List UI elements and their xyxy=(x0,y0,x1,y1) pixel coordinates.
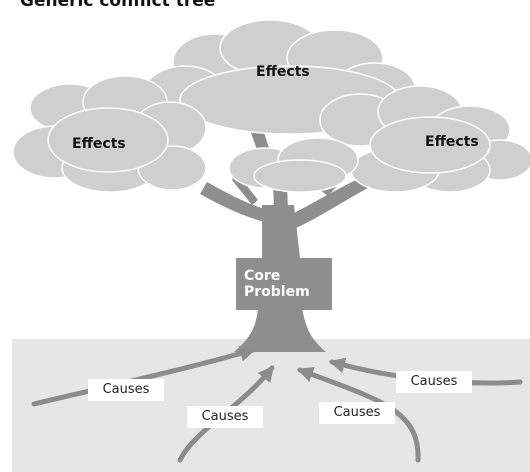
core-problem-box: Core Problem xyxy=(236,258,332,310)
ground-band xyxy=(12,339,530,472)
tree-canopy xyxy=(12,19,530,193)
causes-label-center-left: Causes xyxy=(187,406,263,428)
effects-label-left: Effects xyxy=(72,136,126,152)
causes-label-left: Causes xyxy=(88,379,164,401)
effects-label-top: Effects xyxy=(256,64,310,80)
core-problem-line1: Core xyxy=(244,268,281,284)
core-problem-line2: Problem xyxy=(244,284,310,300)
effects-label-right: Effects xyxy=(425,134,479,150)
arrow-left xyxy=(31,345,257,407)
causes-label-right: Causes xyxy=(396,371,472,393)
diagram-title: Generic conflict tree xyxy=(20,0,216,11)
causes-label-center-right: Causes xyxy=(319,402,395,424)
